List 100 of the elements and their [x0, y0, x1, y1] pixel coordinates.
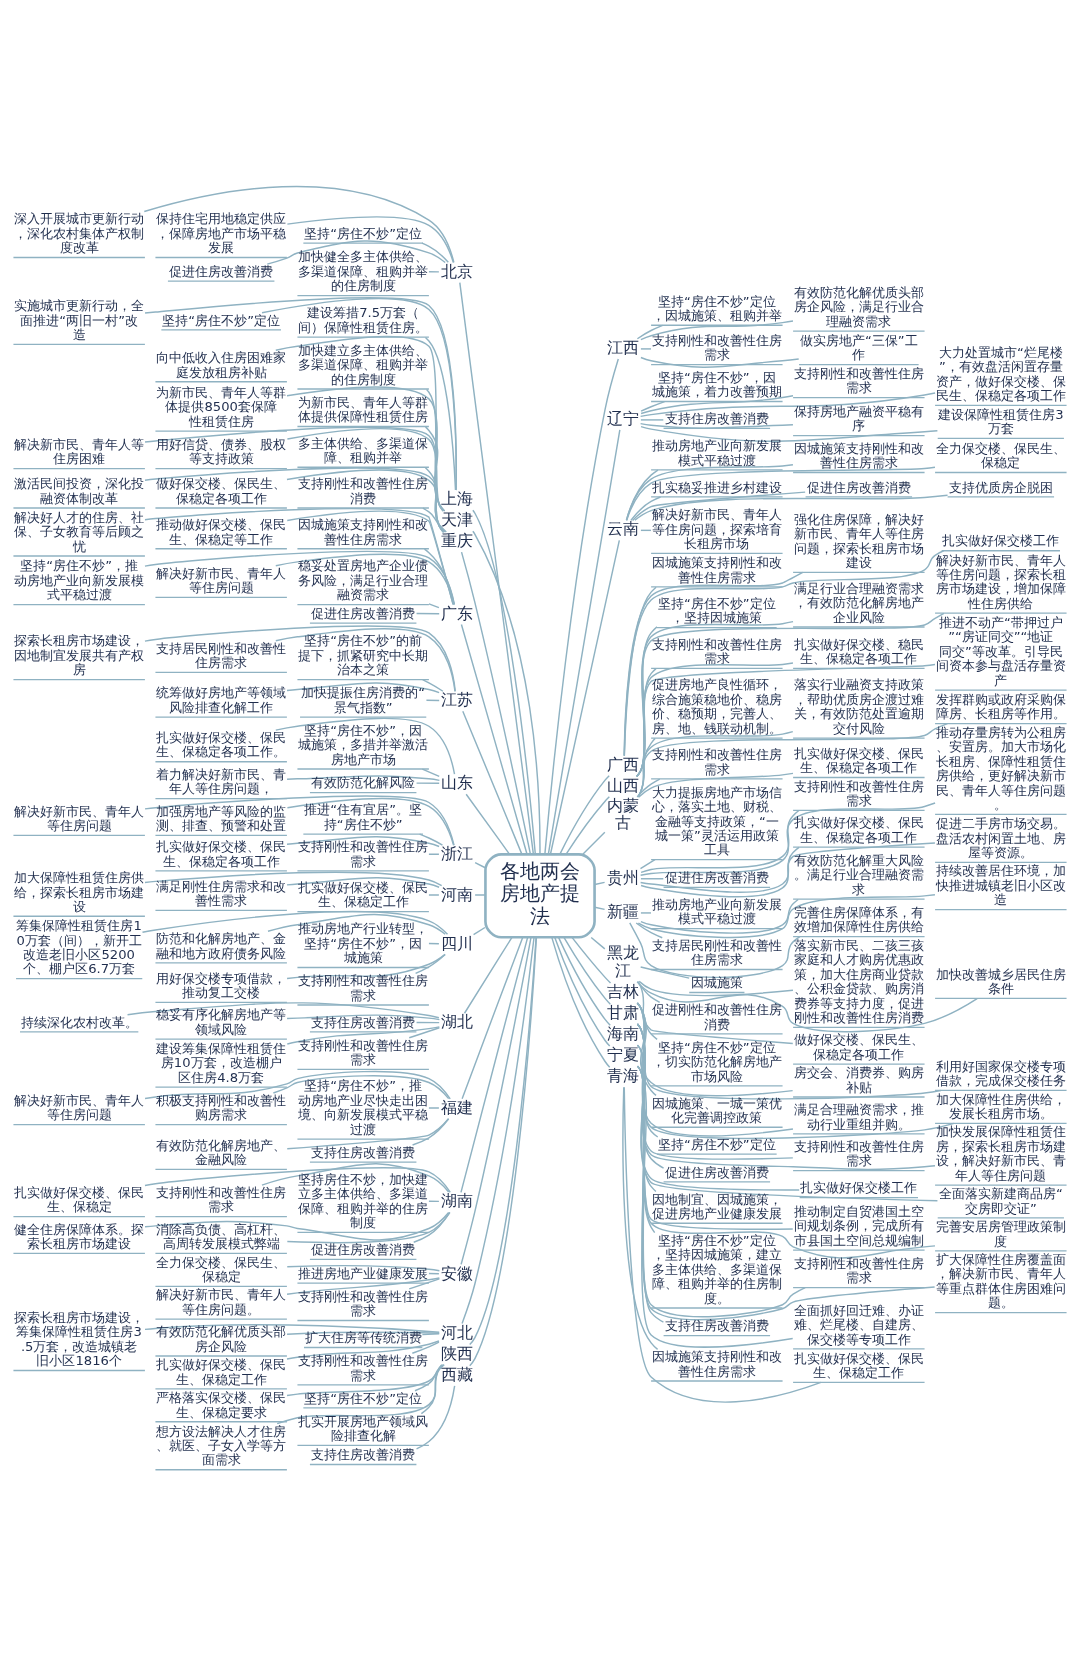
node-text: 支持刚性和改善性住房需求 — [298, 1037, 429, 1068]
node-text: 北京 — [441, 261, 474, 281]
node-text: 加快提振住房消费的“景气指数” — [301, 685, 426, 715]
connector — [636, 980, 661, 1003]
connector — [286, 428, 444, 533]
node-text: 支持住房改善消费 — [311, 1447, 416, 1463]
connector — [634, 494, 949, 521]
node-text: 坚持“房住不炒”，推动房地产业向新发展模式平稳过渡 — [14, 558, 145, 603]
node-text: 全力保交楼、保民生、保稳定 — [935, 440, 1066, 471]
connector — [460, 936, 529, 1194]
connector — [415, 1385, 456, 1450]
node-text: 因城施策支持刚性和改善性住房需求 — [651, 555, 782, 585]
connector — [275, 553, 455, 606]
node-text: 想方设法解决人才住房、就医、子女入学等方面需求 — [156, 1423, 287, 1468]
node-text: 稳妥有序化解房地产等领域风险 — [156, 1007, 287, 1037]
node-text: 支持居民刚性和改善性住房需求 — [651, 937, 782, 968]
connector — [420, 1364, 443, 1415]
node-text: 为新市民、青年人等群体提供保障性租赁住房 — [298, 394, 429, 425]
connector — [639, 802, 936, 876]
connector — [266, 240, 446, 265]
node-text: 浙江 — [441, 844, 474, 864]
connector — [630, 496, 662, 521]
node-text: 坚持“房住不炒”定位，切实防范化解房地产市场风险 — [651, 1039, 782, 1084]
node-text: 江苏 — [441, 690, 474, 710]
node-text: 甘肃 — [606, 1003, 639, 1023]
node-text: 支持居民刚性和改善性住房需求 — [156, 640, 287, 671]
connector — [418, 833, 444, 846]
connector — [144, 426, 444, 533]
node-text: 支持刚性和改善性住房需求 — [156, 1184, 287, 1215]
node-text: 加快发展保障性租赁住房，探索长租房市场建设，解决好新市民、青年人等住房问题 — [935, 1124, 1066, 1183]
node-text: 贵州 — [606, 867, 639, 887]
node-text: 扎实开展房地产领域风险排查化解 — [298, 1413, 429, 1444]
connector — [640, 912, 652, 914]
connector — [144, 871, 443, 887]
node-text: 探索长租房市场建设，因地制宜发展共有产权房 — [14, 633, 145, 678]
node-text: 满足刚性住房需求和改善性需求 — [156, 878, 287, 909]
connector — [144, 507, 454, 606]
node-text: 利用好国家保交楼专项借款，完成保交楼任务 — [935, 1058, 1066, 1089]
node-text: 加快健全多主体供给、多渠道保障、租购并举的住房制度 — [298, 249, 429, 294]
connector — [463, 936, 513, 1014]
connector — [286, 1340, 440, 1360]
node-text: 解决新市民、青年人等住房困难 — [14, 436, 145, 467]
node-text: 推动房地产业向新发展模式平稳过渡 — [651, 897, 782, 927]
node-text: 支持住房改善消费 — [664, 411, 769, 427]
node-text: 有效防范化解重大风险。满足行业合理融资需求 — [793, 852, 924, 897]
connector — [415, 1021, 440, 1024]
node-text: 支持刚性和改善性住房需求 — [793, 778, 924, 809]
node-text: 支持刚性和改善性住房消费 — [298, 476, 429, 506]
node-text: 消除高负债、高杠杆、高周转发展模式弊端 — [156, 1221, 287, 1252]
node-text: 推动制定自贸港国土空间规划条例，完成所有市县国土空间总规编制 — [793, 1203, 924, 1248]
node-text: 促进住房改善消费 — [664, 1164, 769, 1180]
connector — [286, 1363, 445, 1397]
node-text: 支持刚性和改善性住房需求 — [298, 1288, 429, 1319]
connector — [637, 722, 949, 798]
node-text: 安徽 — [441, 1263, 474, 1283]
node-text: 统筹做好房地产等领域风险排查化解工作 — [156, 685, 287, 715]
node-text: 加强房地产等风险的监测、排查、预警和处置 — [156, 803, 287, 834]
node-text: 建设筹措7.5万套（间）保障性租赁住房。 — [298, 305, 429, 335]
connector — [637, 772, 794, 798]
node-text: 严格落实保交楼、保民生、保稳定要求 — [156, 1390, 287, 1420]
connector — [640, 356, 800, 368]
connector — [462, 710, 523, 855]
node-text: 用好信贷、债券、股权等支持政策 — [156, 436, 287, 467]
node-text: 因城施策支持刚性和改善性住房需求 — [298, 517, 429, 547]
node-text: 推动房地产业向新发展模式平稳过渡 — [651, 438, 782, 468]
node-text: 因地制宜、因城施策，促进房地产业健康发展 — [651, 1191, 782, 1221]
node-text: 全力保交楼、保民生、保稳定 — [156, 1254, 287, 1285]
connector — [636, 612, 945, 778]
node-text: 大力提振房地产市场信心，落实土地、财税、金融等支持政策，“一城一策”灵活运用政策工具 — [651, 784, 782, 858]
node-text: 促进住房改善消费 — [311, 605, 416, 621]
connector — [286, 1331, 440, 1335]
node-text: 建设保障性租赁住房3万套 — [938, 406, 1064, 437]
node-text: 建设筹集保障性租赁住房10万套，改造棚户区住房4.8万套 — [156, 1040, 287, 1085]
node-text: 青海 — [606, 1066, 639, 1086]
node-text: 坚持“房住不炒”定位 — [304, 1390, 422, 1406]
node-text: 做实房地产“三保”工作 — [800, 332, 918, 363]
node-text: 支持刚性和改善性住房需求 — [651, 747, 782, 777]
node-text: 坚持“房住不炒”定位，坚持因城施策，建立多主体供给、多渠道保障、租购并举的住房制度。 — [651, 1232, 782, 1306]
connector — [640, 400, 666, 412]
node-text: 促进住房改善消费 — [664, 870, 769, 886]
node-text: 福建 — [441, 1097, 474, 1117]
connector — [415, 612, 440, 615]
connector — [286, 797, 455, 846]
node-text: 重庆 — [441, 531, 474, 551]
node-text: 宁夏 — [606, 1045, 639, 1065]
node-text: 坚持“房住不炒”定位 — [304, 225, 422, 241]
connector — [286, 216, 455, 264]
node-text: 发挥群购或政府采购保障房、长租房等作用。 — [935, 691, 1066, 722]
node-text: 坚持“房住不炒”定位 — [658, 1136, 776, 1152]
connector — [474, 862, 486, 869]
connector — [415, 782, 440, 785]
connector — [636, 1065, 794, 1348]
node-text: 山西 — [606, 775, 639, 795]
node-text: 扩大保障性住房覆盖面，解决新市民、青年人等重点群体住房困难问题。 — [935, 1251, 1066, 1311]
node-text: 扎实做好保交楼、保民生、保稳定工作 — [298, 879, 429, 910]
connector — [636, 1023, 939, 1202]
node-text: 持续深化农村改革。 — [20, 1014, 138, 1030]
connector — [640, 425, 939, 442]
node-text: 促进房地产良性循环，综合施策稳地价、稳房价、稳预期，完善人、房、地、钱联动机制。 — [651, 677, 782, 736]
connector — [640, 878, 665, 880]
